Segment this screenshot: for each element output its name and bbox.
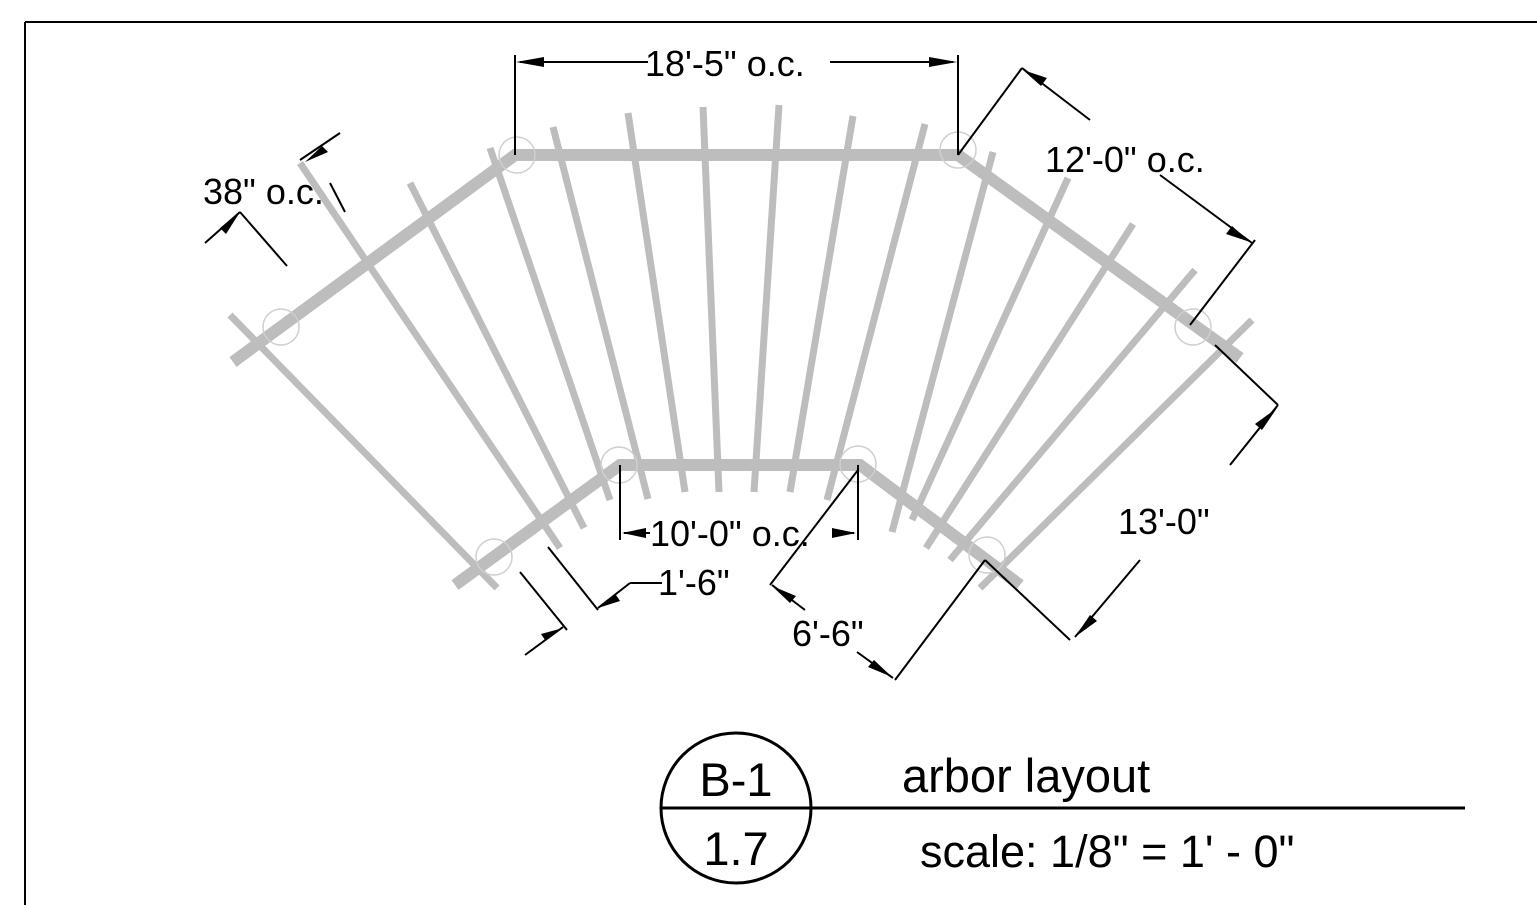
rafter: [549, 126, 652, 500]
arrowhead: [1226, 226, 1250, 242]
dim-inner-offset: 6'-6": [792, 613, 864, 654]
rafter: [908, 176, 1072, 522]
arrowhead: [929, 57, 957, 67]
rafter: [823, 123, 929, 501]
dim-upper-left: 38" o.c.: [203, 171, 324, 212]
inner-beam: [451, 459, 1024, 590]
arrowhead: [868, 660, 892, 677]
post: [1174, 308, 1212, 346]
drawing-scale: scale: 1/8" = 1' - 0": [920, 826, 1294, 877]
rafter: [947, 267, 1198, 563]
post: [968, 536, 1006, 574]
dim-overhang: 1'-6": [658, 562, 730, 603]
rafter: [406, 181, 588, 530]
beams: [229, 149, 1244, 590]
post: [498, 136, 536, 174]
arrowhead: [622, 528, 646, 538]
outer-beam: [229, 149, 1244, 367]
arrowhead: [772, 586, 796, 603]
dimension-lines: [204, 55, 1279, 681]
posts: [262, 131, 1212, 576]
sheet-border: [24, 21, 1537, 905]
rafter: [486, 146, 614, 502]
drawing-title: arbor layout: [902, 749, 1150, 802]
arrowhead: [1075, 615, 1097, 637]
rafter: [923, 222, 1136, 550]
dimension-labels: 18'-5" o.c. 12'-0" o.c. 38" o.c. 10'-0" …: [203, 43, 1210, 654]
rafter: [977, 317, 1255, 591]
rafters: [227, 104, 1255, 591]
arrowhead: [220, 212, 240, 234]
title-block: B-1 1.7 arbor layout scale: 1/8" = 1' - …: [659, 731, 1465, 885]
arrowhead: [541, 628, 563, 640]
sheet-reference: 1.7: [703, 822, 768, 875]
dim-inner-span: 10'-0" o.c.: [650, 513, 810, 554]
arrowhead: [832, 528, 856, 538]
rafter: [227, 312, 500, 591]
rafter: [888, 151, 997, 533]
rafter: [297, 161, 563, 550]
rafter: [699, 106, 723, 493]
arrowhead: [1255, 408, 1277, 430]
detail-tag-number: B-1: [699, 753, 772, 806]
post: [262, 308, 300, 346]
dim-upper-right: 12'-0" o.c.: [1045, 139, 1205, 180]
rafter: [750, 104, 783, 493]
arrowhead: [598, 595, 620, 608]
arrowhead: [516, 57, 544, 67]
rafter: [786, 115, 857, 493]
arrowhead: [1023, 70, 1047, 86]
dim-lower-right: 13'-0": [1118, 501, 1210, 542]
rafter: [624, 112, 689, 493]
arrowhead: [305, 146, 328, 162]
dim-top-span: 18'-5" o.c.: [645, 43, 805, 84]
post: [475, 538, 513, 576]
